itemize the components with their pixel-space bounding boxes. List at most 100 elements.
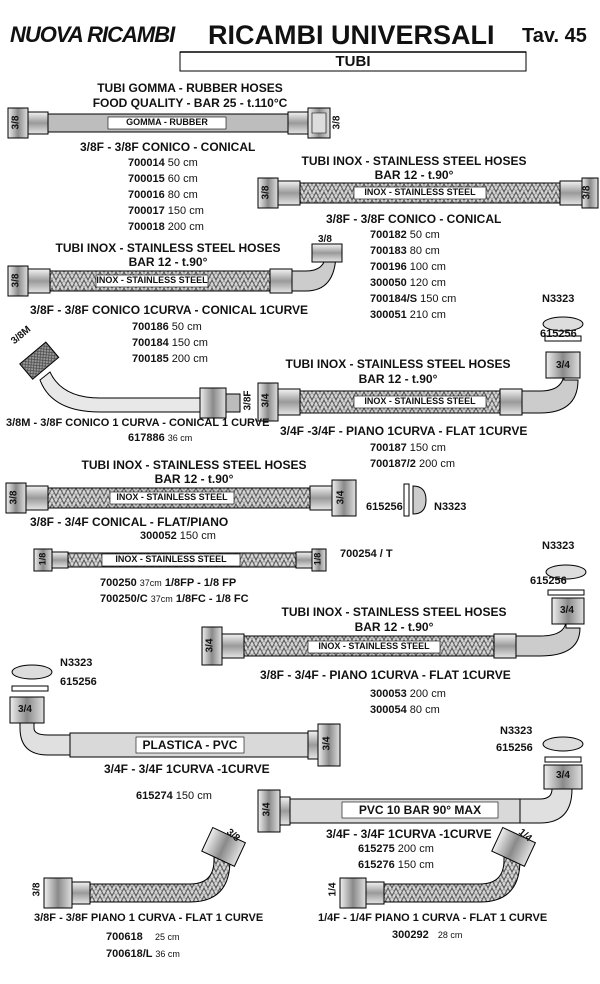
inox5-end-left: 1/8 bbox=[37, 552, 48, 566]
inox6-subtitle: BAR 12 - t.90° bbox=[354, 620, 434, 634]
inox2-hose-label: INOX - STAINLESS STEEL bbox=[96, 275, 208, 285]
list-item: 700187 150 cm bbox=[370, 442, 446, 454]
rubber-list: 700014 50 cm 700015 60 cm 700016 80 cm 7… bbox=[128, 155, 204, 235]
pvc2-hose-label: PVC 10 BAR 90° MAX bbox=[358, 803, 482, 817]
list-item: 700014 50 cm bbox=[128, 157, 198, 169]
list-item: 300054 80 cm bbox=[370, 704, 440, 716]
list-item: 700015 60 cm bbox=[128, 173, 198, 185]
rubber-hose-drawing bbox=[7, 107, 331, 139]
pvc2-acc1: N3323 bbox=[500, 725, 533, 737]
inox5-end-right: 1/8 bbox=[312, 552, 323, 566]
inox5-hose-drawing bbox=[33, 548, 327, 572]
inox4-hose-label: INOX - STAINLESS STEEL bbox=[116, 492, 228, 502]
list-item: 700196 100 cm bbox=[370, 261, 446, 273]
list-item: 700186 50 cm bbox=[132, 321, 202, 333]
inox2-title: TUBI INOX - STAINLESS STEEL HOSES bbox=[55, 241, 281, 255]
pvc1-end-right: 3/4 bbox=[321, 736, 333, 751]
inox1-hose-label: INOX - STAINLESS STEEL bbox=[364, 187, 476, 197]
inox4-hose-drawing bbox=[5, 479, 427, 517]
male-hose-drawing bbox=[19, 341, 241, 419]
inox2-list: 700186 50 cm 700184 150 cm 700185 200 cm bbox=[132, 319, 208, 367]
list-item: 700018 200 cm bbox=[128, 221, 204, 233]
brand-logo: NUOVA RICAMBI bbox=[10, 22, 175, 47]
pvc1-acc1: N3323 bbox=[60, 657, 93, 669]
list-item: 615276 150 cm bbox=[358, 859, 434, 871]
pvc2-end-right: 3/4 bbox=[556, 770, 570, 781]
list-item: 700017 150 cm bbox=[128, 205, 204, 217]
inox2-end-left: 3/8 bbox=[10, 273, 22, 288]
flat14-hose-drawing bbox=[339, 826, 537, 909]
inox1-spec: 3/8F - 3/8F CONICO - CONICAL bbox=[326, 212, 502, 226]
inox2-hose-drawing bbox=[7, 243, 343, 297]
inox3-subtitle: BAR 12 - t.90° bbox=[358, 372, 438, 386]
header-divider bbox=[179, 51, 527, 72]
inox6-hose-label: INOX - STAINLESS STEEL bbox=[318, 641, 430, 651]
pvc2-acc2: 615256 bbox=[496, 742, 533, 754]
list-item: 700016 80 cm bbox=[128, 189, 198, 201]
list-item: 700250 37cm 1/8FP - 1/8 FP bbox=[100, 577, 237, 589]
inox4-acc2: N3323 bbox=[434, 501, 467, 513]
inox4-title: TUBI INOX - STAINLESS STEEL HOSES bbox=[81, 458, 307, 472]
inox4-item: 300052 150 cm bbox=[140, 530, 216, 542]
list-item: 615275 200 cm bbox=[358, 843, 434, 855]
inox6-hose-drawing bbox=[201, 564, 587, 666]
rubber-end-right: 3/8 bbox=[331, 115, 343, 130]
inox3-acc1: N3323 bbox=[542, 293, 575, 305]
inox3-list: 700187 150 cm 700187/2 200 cm bbox=[370, 440, 455, 472]
inox2-end-right: 3/8 bbox=[318, 234, 332, 245]
list-item: 300053 200 cm bbox=[370, 688, 446, 700]
inox3-end-left: 3/4 bbox=[260, 393, 272, 408]
inox6-spec: 3/8F - 3/4F - PIANO 1CURVA - FLAT 1CURVE bbox=[260, 668, 511, 682]
rubber-title: TUBI GOMMA - RUBBER HOSES bbox=[97, 81, 283, 95]
inox4-acc1: 615256 bbox=[366, 501, 403, 513]
pvc1-acc2: 615256 bbox=[60, 676, 97, 688]
inox6-title: TUBI INOX - STAINLESS STEEL HOSES bbox=[281, 605, 507, 619]
rubber-hose-label: GOMMA - RUBBER bbox=[126, 117, 208, 127]
table-number: Tav. 45 bbox=[522, 25, 587, 47]
inox6-end-left: 3/4 bbox=[204, 638, 216, 653]
list-item: 300051 210 cm bbox=[370, 309, 446, 321]
page-title: RICAMBI UNIVERSALI bbox=[208, 20, 495, 50]
inox1-subtitle: BAR 12 - t.90° bbox=[374, 168, 454, 182]
inox2-spec: 3/8F - 3/8F CONICO 1CURVA - CONICAL 1CUR… bbox=[30, 303, 309, 317]
flat38-spec: 3/8F - 3/8F PIANO 1 CURVA - FLAT 1 CURVE bbox=[34, 912, 264, 924]
list-item: 700250/C 37cm 1/8FC - 1/8 FC bbox=[100, 593, 249, 605]
flat38-list: 700618 25 cm 700618/L 36 cm bbox=[106, 929, 180, 963]
flat38-end-left: 3/8 bbox=[31, 882, 43, 897]
inox1-title: TUBI INOX - STAINLESS STEEL HOSES bbox=[301, 154, 527, 168]
inox3-acc2: 615256 bbox=[540, 328, 577, 340]
inox6-list: 300053 200 cm 300054 80 cm bbox=[370, 686, 446, 718]
inox4-subtitle: BAR 12 - t.90° bbox=[154, 472, 234, 486]
rubber-spec: 3/8F - 3/8F CONICO - CONICAL bbox=[80, 140, 256, 154]
flat38-hose-drawing bbox=[43, 826, 247, 909]
inox1-list: 700182 50 cm 700183 80 cm 700196 100 cm … bbox=[370, 227, 456, 323]
inox5-hose-label: INOX - STAINLESS STEEL bbox=[115, 554, 227, 564]
inox2-subtitle: BAR 12 - t.90° bbox=[128, 255, 208, 269]
inox6-end-right: 3/4 bbox=[560, 605, 574, 616]
pvc2-list: 615275 200 cm 615276 150 cm bbox=[358, 841, 434, 873]
list-item: 700618 25 cm bbox=[106, 931, 180, 943]
pvc1-end-left: 3/4 bbox=[18, 704, 32, 715]
pvc1-spec: 3/4F - 3/4F 1CURVA -1CURVE bbox=[104, 762, 270, 776]
pvc1-hose-label: PLASTICA - PVC bbox=[142, 738, 238, 752]
inox3-title: TUBI INOX - STAINLESS STEEL HOSES bbox=[285, 357, 511, 371]
flat14-spec: 1/4F - 1/4F PIANO 1 CURVA - FLAT 1 CURVE bbox=[318, 912, 548, 924]
pvc2-spec: 3/4F - 3/4F 1CURVA -1CURVE bbox=[326, 827, 492, 841]
rubber-end-left: 3/8 bbox=[10, 115, 22, 130]
pvc1-hose-drawing bbox=[9, 664, 341, 767]
pvc2-hose-drawing bbox=[257, 736, 584, 833]
inox5-list: 700250 37cm 1/8FP - 1/8 FP 700250/C 37cm… bbox=[100, 575, 249, 607]
inox6-acc1: N3323 bbox=[542, 540, 575, 552]
list-item: 700184 150 cm bbox=[132, 337, 208, 349]
flat14-item: 300292 28 cm bbox=[392, 929, 463, 941]
pvc1-item: 615274 150 cm bbox=[136, 790, 212, 802]
inox4-end-left: 3/8 bbox=[8, 490, 20, 505]
inox1-end-left: 3/8 bbox=[260, 185, 272, 200]
pvc2-end-left: 3/4 bbox=[261, 802, 273, 817]
list-item: 700618/L 36 cm bbox=[106, 948, 180, 960]
male-end-right: 3/8F bbox=[242, 390, 254, 411]
list-item: 700183 80 cm bbox=[370, 245, 440, 257]
inox3-hose-drawing bbox=[257, 316, 584, 422]
inox3-end-right: 3/4 bbox=[556, 360, 570, 371]
